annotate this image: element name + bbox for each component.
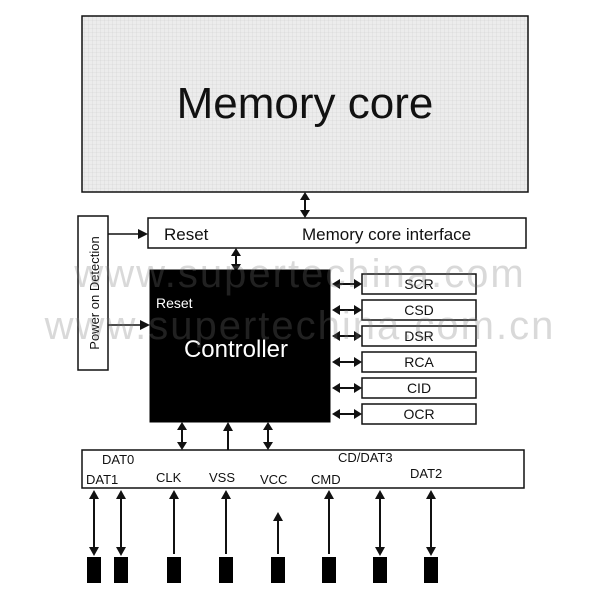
register-label: CSD (404, 302, 434, 318)
register-arrowhead-left (332, 305, 340, 315)
interface-controller-connector (231, 248, 241, 272)
register-csd: CSD (332, 299, 477, 321)
register-arrowhead-right (354, 279, 362, 289)
pin-arrowhead-down (89, 547, 99, 556)
pin-label-dat2: DAT2 (410, 466, 442, 481)
pin-arrowhead-down (375, 547, 385, 556)
register-box (361, 351, 477, 373)
pin-arrowhead-up (375, 490, 385, 499)
register-label: CID (407, 380, 431, 396)
pin-arrowhead-up (89, 490, 99, 499)
pin-arrowhead-down (116, 547, 126, 556)
pin-arrowhead-up (169, 490, 179, 499)
controller-bus-connectors (177, 422, 273, 450)
register-label: OCR (403, 406, 434, 422)
memory-core-label: Memory core (177, 79, 434, 128)
register-box (361, 299, 477, 321)
pin-label-vcc: VCC (260, 472, 287, 487)
register-box (361, 325, 477, 347)
register-arrowhead-left (332, 331, 340, 341)
pin-contact-pad (219, 557, 233, 583)
controller-reset-label: Reset (156, 295, 193, 311)
register-arrowhead-left (332, 279, 340, 289)
core-interface-connector (300, 192, 310, 218)
memory-core-interface-box (147, 217, 527, 249)
register-arrowhead-right (354, 357, 362, 367)
register-dsr: DSR (332, 325, 477, 347)
register-arrowhead-left (332, 383, 340, 393)
pin-contact-pad (424, 557, 438, 583)
register-arrowhead-right (354, 331, 362, 341)
register-box (361, 403, 477, 425)
pin-vss (219, 490, 233, 583)
pin-contact-pad (271, 557, 285, 583)
pin-label-dat0: DAT0 (102, 452, 134, 467)
pin-dat0 (87, 490, 101, 583)
register-arrowhead-right (354, 383, 362, 393)
pin-label-cd-dat3: CD/DAT3 (338, 450, 393, 465)
interface-reset-label: Reset (164, 225, 209, 244)
power-to-controller-arrow (108, 320, 150, 330)
pin-cd-dat3 (373, 490, 387, 583)
pin-group (87, 490, 438, 583)
pin-arrowhead-up (324, 490, 334, 499)
controller-box (149, 269, 331, 423)
memory-core-box (81, 15, 529, 193)
register-arrowhead-left (332, 357, 340, 367)
pin-cmd (322, 490, 336, 583)
pin-label-vss: VSS (209, 470, 235, 485)
pin-arrowhead-up (273, 512, 283, 521)
pin-dat2 (424, 490, 438, 583)
pin-label-cmd: CMD (311, 472, 341, 487)
pin-clk (167, 490, 181, 583)
memory-core-interface-label: Memory core interface (302, 225, 471, 244)
register-label: DSR (404, 328, 434, 344)
register-label: RCA (404, 354, 434, 370)
pin-dat1 (114, 490, 128, 583)
pin-contact-pad (167, 557, 181, 583)
register-arrowhead-left (332, 409, 340, 419)
pin-contact-pad (373, 557, 387, 583)
pin-arrowhead-down (426, 547, 436, 556)
register-label: SCR (404, 276, 434, 292)
pin-vcc (271, 512, 285, 583)
power-detection-label: Power on Detection (87, 236, 102, 349)
register-arrowhead-right (354, 305, 362, 315)
pin-arrowhead-up (426, 490, 436, 499)
register-ocr: OCR (332, 403, 477, 425)
register-rca: RCA (332, 351, 477, 373)
pin-contact-pad (87, 557, 101, 583)
pin-arrowhead-up (221, 490, 231, 499)
register-arrowhead-right (354, 409, 362, 419)
pin-label-dat1: DAT1 (86, 472, 118, 487)
register-group: SCR CSD DSR RCA CID OCR (332, 273, 477, 425)
register-scr: SCR (332, 273, 477, 295)
power-detection-box (77, 215, 109, 371)
pin-label-clk: CLK (156, 470, 182, 485)
pin-bus-box (81, 449, 525, 489)
register-box (361, 273, 477, 295)
pin-contact-pad (322, 557, 336, 583)
controller-label: Controller (184, 336, 288, 363)
power-to-interface-arrow (108, 229, 148, 239)
pin-arrowhead-up (116, 490, 126, 499)
register-cid: CID (332, 377, 477, 399)
register-box (361, 377, 477, 399)
pin-contact-pad (114, 557, 128, 583)
